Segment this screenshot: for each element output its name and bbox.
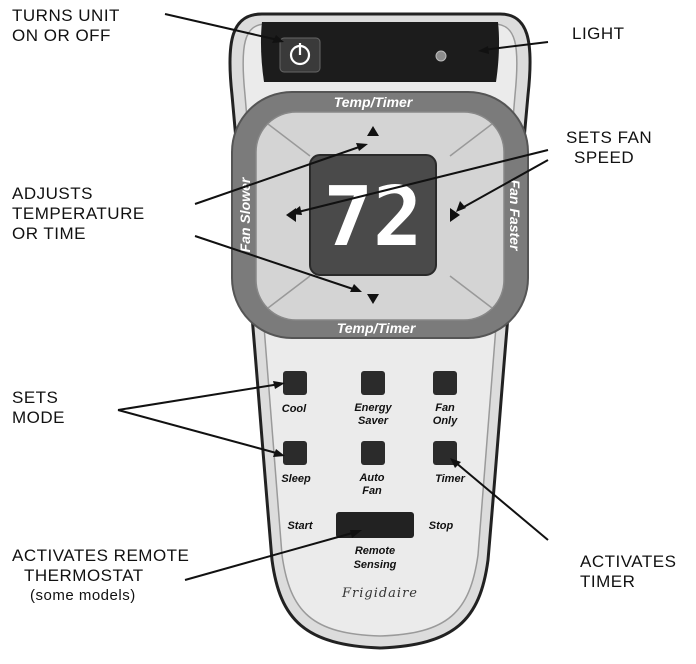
remote-sensing-label-2: Sensing [354, 559, 397, 571]
ring-label-bottom: Temp/Timer [337, 320, 417, 336]
leader-adjust-up [194, 145, 363, 205]
fan-only-button[interactable] [433, 371, 457, 395]
cool-button[interactable] [283, 371, 307, 395]
ring-label-top: Temp/Timer [334, 94, 414, 110]
callout-remote-thermostat: ACTIVATES REMOTE THERMOSTAT (some models… [12, 546, 189, 606]
arrow-right-icon[interactable] [450, 208, 460, 222]
remote-sensing-label-1: Remote [355, 545, 395, 557]
start-label: Start [287, 520, 313, 532]
callout-power-line2: ON OR OFF [12, 26, 111, 45]
callout-mode-line1: SETS [12, 388, 59, 407]
energy-saver-label-2: Saver [358, 415, 389, 427]
callout-timer: ACTIVATES TIMER [580, 552, 676, 592]
fan-only-label-2: Only [433, 415, 458, 427]
leader-timer [454, 461, 549, 541]
auto-fan-label-2: Fan [362, 485, 382, 497]
arrow-up-icon[interactable] [367, 126, 379, 136]
callout-timer-line1: ACTIVATES [580, 552, 677, 571]
leader-power [164, 13, 279, 41]
stop-label: Stop [429, 520, 454, 532]
callout-mode: SETS MODE [12, 388, 65, 428]
callout-fan-line2: SPEED [574, 148, 635, 167]
ring-label-right: Fan Faster [507, 180, 523, 252]
power-button[interactable] [279, 37, 321, 73]
leader-adjust-down [194, 235, 357, 291]
callout-mode-line2: MODE [12, 408, 65, 427]
energy-saver-button[interactable] [361, 371, 385, 395]
callout-light: LIGHT [572, 24, 625, 44]
timer-label: Timer [435, 473, 465, 485]
leader-fan-right [461, 159, 549, 209]
callout-adjust-line2: TEMPERATURE [12, 204, 145, 223]
callout-timer-line2: TIMER [580, 572, 636, 591]
callout-power: TURNS UNIT ON OR OFF [12, 6, 120, 46]
callout-adjust-line1: ADJUSTS [12, 184, 93, 203]
leader-mode-2 [117, 409, 281, 455]
callout-remote-line2: THERMOSTAT [24, 566, 144, 585]
brand-logo: Frigidaire [341, 586, 418, 601]
callout-fan-line1: SETS FAN [566, 128, 653, 147]
light-indicator [435, 50, 447, 62]
arrow-down-icon[interactable] [367, 294, 379, 304]
callout-remote-line1: ACTIVATES REMOTE [12, 546, 190, 565]
sleep-label: Sleep [281, 473, 311, 485]
callout-adjust-line3: OR TIME [12, 224, 87, 243]
callout-remote-line3: (some models) [30, 587, 136, 604]
leader-lines [117, 13, 549, 581]
callout-power-line1: TURNS UNIT [12, 6, 120, 25]
leader-mode-1 [117, 383, 281, 411]
callout-light-text: LIGHT [572, 24, 625, 43]
auto-fan-button[interactable] [361, 441, 385, 465]
leader-light [482, 41, 549, 51]
auto-fan-label-1: Auto [358, 472, 384, 484]
cool-label: Cool [282, 403, 307, 415]
leader-fan-left [297, 149, 549, 213]
sleep-button[interactable] [283, 441, 307, 465]
leader-remote-sensing [184, 531, 357, 581]
callout-adjust: ADJUSTS TEMPERATURE OR TIME [12, 184, 145, 244]
ring-label-left: Fan Slower [237, 176, 253, 252]
fan-only-label-1: Fan [435, 402, 455, 414]
energy-saver-label-1: Energy [354, 402, 392, 414]
callout-fan-speed: SETS FAN SPEED [566, 128, 652, 168]
leader-arrowheads [272, 35, 489, 538]
